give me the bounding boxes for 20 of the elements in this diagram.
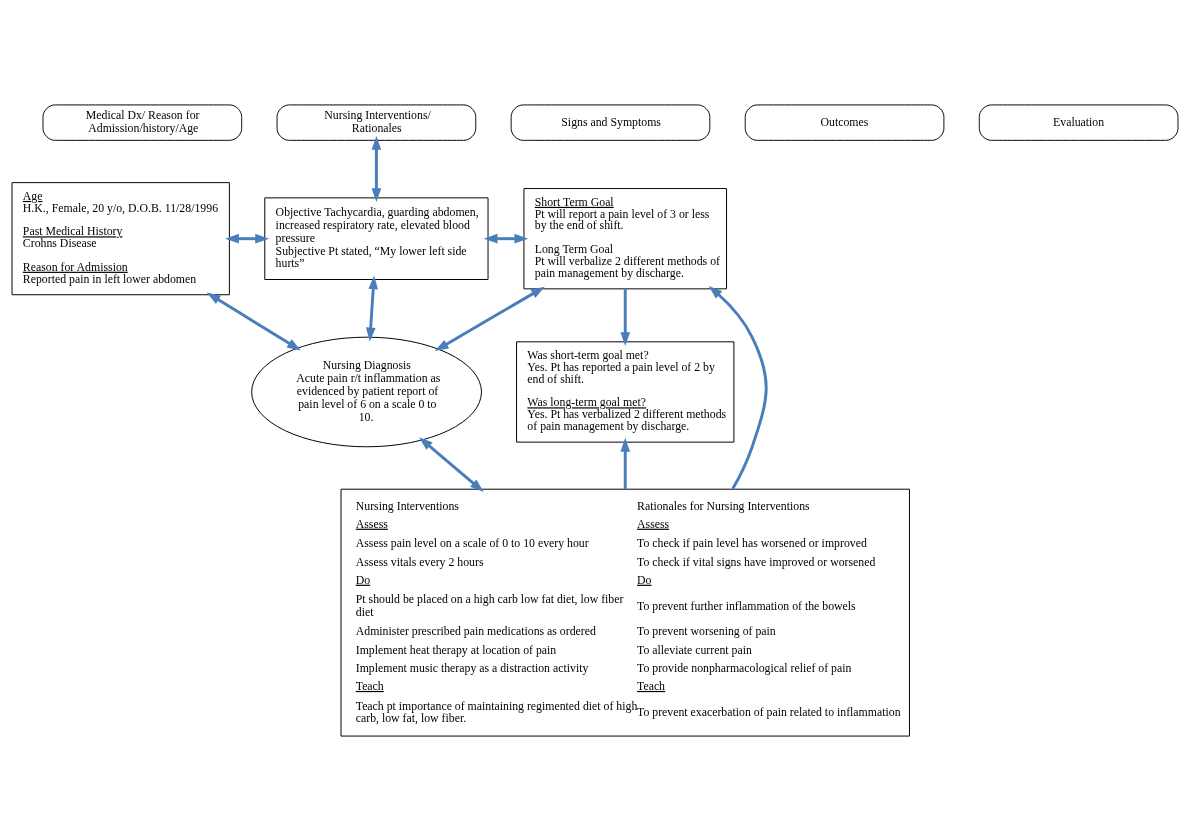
node-box: Evaluation xyxy=(978,103,1179,141)
node-box: Age H.K., Female, 20 y/o, D.O.B. 11/28/1996 Past Medical History Crohns Disease Reason for Admission Reported pain in left lower abdomen xyxy=(11,181,230,295)
arrow xyxy=(434,286,545,351)
arrow xyxy=(483,233,529,243)
arrow xyxy=(620,288,631,346)
node-box: Short Term Goal Pt will report a pain level of 3 or less by the end of shift. Long Term Goal Pt will verbalize 2 different methods of pain management by discharge. xyxy=(523,187,728,289)
arrow xyxy=(419,436,484,492)
arrow xyxy=(708,285,768,490)
arrow xyxy=(225,233,270,243)
arrow xyxy=(371,135,382,202)
node-box: Signs and Symptoms xyxy=(510,103,711,141)
node-box: Was short-term goal met? Yes. Pt has reported a pain level of 2 by end of shift. Was long-term goal met? Yes. Pt has verbalized 2 different methods of pain management by discharge. xyxy=(516,340,735,443)
node-box: Outcomes xyxy=(744,103,945,141)
node-box: Nursing Interventions Rationales for Nursing Interventions Assess Assess Assess pain level on a scale of 0 to 10 every hour To check if pain level has worsened or improved Assess vitals every 2 hours To check if vital signs have improved or worsened Do Do Pt should be placed on a high carb low fat diet, low fiber diet To prevent further inflammation of the bowels Administer prescribed pain medications as ordered To prevent worsening of pain Implement heat therapy at location of pain To alleviate current pain Implement music therapy as a distraction activity To provide nonpharmacological relief of pain Teach Teach Teach pt importance of maintaining regimented diet of high carb, low fat, low fiber. To prevent exacerbation of pain related to inflammation xyxy=(340,488,910,737)
arrow xyxy=(365,274,378,341)
node-box: Objective Tachycardia, guarding abdomen, increased respiratory rate, elevated blood pressure Subjective Pt stated, “My lower left side hurts” xyxy=(264,196,489,280)
arrow xyxy=(620,437,631,489)
node-box: Medical Dx/ Reason for Admission/history/Age xyxy=(42,103,243,141)
node-box: Nursing Interventions/ Rationales xyxy=(276,103,477,141)
arrow xyxy=(206,292,301,351)
